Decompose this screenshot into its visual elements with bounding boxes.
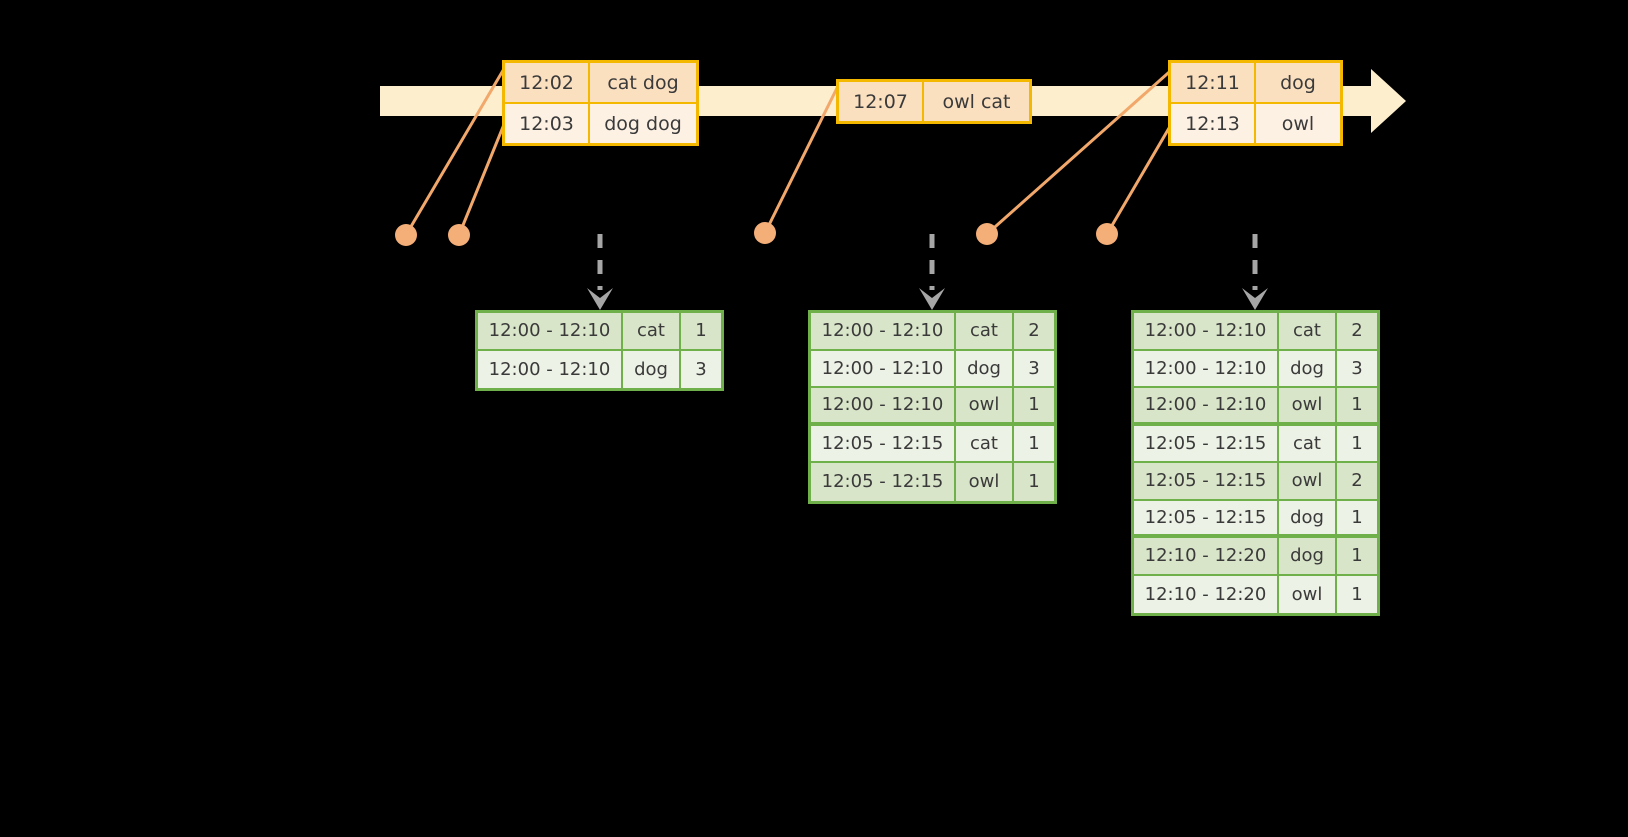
count-cell: 1 [1351, 545, 1363, 567]
window-cell: 12:10 - 12:20 [1134, 575, 1279, 613]
key-cell: dog [1279, 350, 1337, 386]
count-cell: 1 [1028, 394, 1040, 416]
count-cell: 2 [1028, 320, 1040, 342]
event-row: 12:13 owl [1171, 102, 1340, 143]
connector-5-line [1105, 122, 1174, 235]
connector-4-dot [976, 223, 998, 245]
window-cell: 12:05 - 12:15 [811, 425, 956, 461]
key-cell: owl [1279, 388, 1337, 422]
window-cell: 12:00 - 12:10 [1134, 350, 1279, 386]
event-time: 12:03 [505, 104, 590, 143]
count-cell: 2 [1351, 470, 1363, 492]
key-cell: dog [1279, 538, 1337, 574]
connector-3-dot [754, 222, 776, 244]
event-time: 12:02 [505, 63, 590, 102]
count-cell: 1 [1351, 506, 1363, 528]
event-words: cat dog [607, 71, 679, 94]
event-row: 12:02 cat dog [505, 63, 696, 102]
key-cell: owl [956, 463, 1014, 501]
connector-3-line [763, 81, 842, 234]
event-row: 12:11 dog [1171, 63, 1340, 102]
key-cell: cat [1279, 425, 1337, 461]
event-box-1: 12:02 cat dog 12:03 dog dog [502, 60, 699, 146]
window-cell: 12:00 - 12:10 [811, 350, 956, 386]
count-cell: 3 [1351, 357, 1363, 379]
window-cell: 12:10 - 12:20 [1134, 538, 1279, 574]
count-cell: 1 [1351, 583, 1363, 605]
key-cell: owl [956, 388, 1014, 422]
key-cell: cat [1279, 313, 1337, 349]
connector-2-dot [448, 224, 470, 246]
count-cell: 1 [1028, 432, 1040, 454]
event-time: 12:13 [1171, 104, 1256, 143]
key-cell: dog [1279, 500, 1337, 534]
down-arrow-3-head [1242, 288, 1268, 310]
window-cell: 12:00 - 12:10 [811, 313, 956, 349]
key-cell: dog [623, 350, 681, 388]
down-arrow-2-head [919, 288, 945, 310]
event-words: owl cat [942, 90, 1011, 113]
count-cell: 3 [1028, 357, 1040, 379]
event-box-2: 12:07 owl cat [836, 79, 1032, 124]
key-cell: cat [956, 425, 1014, 461]
event-time: 12:07 [839, 82, 924, 121]
count-cell: 1 [1351, 432, 1363, 454]
window-cell: 12:00 - 12:10 [811, 388, 956, 422]
count-cell: 3 [695, 358, 707, 380]
window-cell: 12:00 - 12:10 [1134, 313, 1279, 349]
window-cell: 12:00 - 12:10 [478, 350, 623, 388]
down-arrow-layer [587, 234, 1268, 310]
event-time: 12:11 [1171, 63, 1256, 102]
key-cell: cat [956, 313, 1014, 349]
window-cell: 12:00 - 12:10 [478, 313, 623, 349]
count-cell: 1 [695, 320, 707, 342]
key-cell: cat [623, 313, 681, 349]
connector-2-line [457, 121, 507, 236]
count-cell: 1 [1351, 394, 1363, 416]
down-arrow-1-head [587, 288, 613, 310]
key-cell: owl [1279, 575, 1337, 613]
window-cell: 12:05 - 12:15 [1134, 463, 1279, 499]
event-words: dog dog [604, 112, 682, 135]
key-cell: owl [1279, 463, 1337, 499]
connector-5-dot [1096, 223, 1118, 245]
event-words: dog [1280, 71, 1316, 94]
event-row: 12:03 dog dog [505, 102, 696, 143]
window-cell: 12:05 - 12:15 [1134, 425, 1279, 461]
connector-1-line [404, 61, 510, 236]
window-cell: 12:05 - 12:15 [811, 463, 956, 501]
window-cell: 12:05 - 12:15 [1134, 500, 1279, 534]
key-cell: dog [956, 350, 1014, 386]
event-box-3: 12:11 dog 12:13 owl [1168, 60, 1343, 146]
event-words: owl [1281, 112, 1315, 135]
count-cell: 2 [1351, 320, 1363, 342]
event-row: 12:07 owl cat [839, 82, 1029, 121]
connector-1-dot [395, 224, 417, 246]
window-cell: 12:00 - 12:10 [1134, 388, 1279, 422]
count-cell: 1 [1028, 471, 1040, 493]
